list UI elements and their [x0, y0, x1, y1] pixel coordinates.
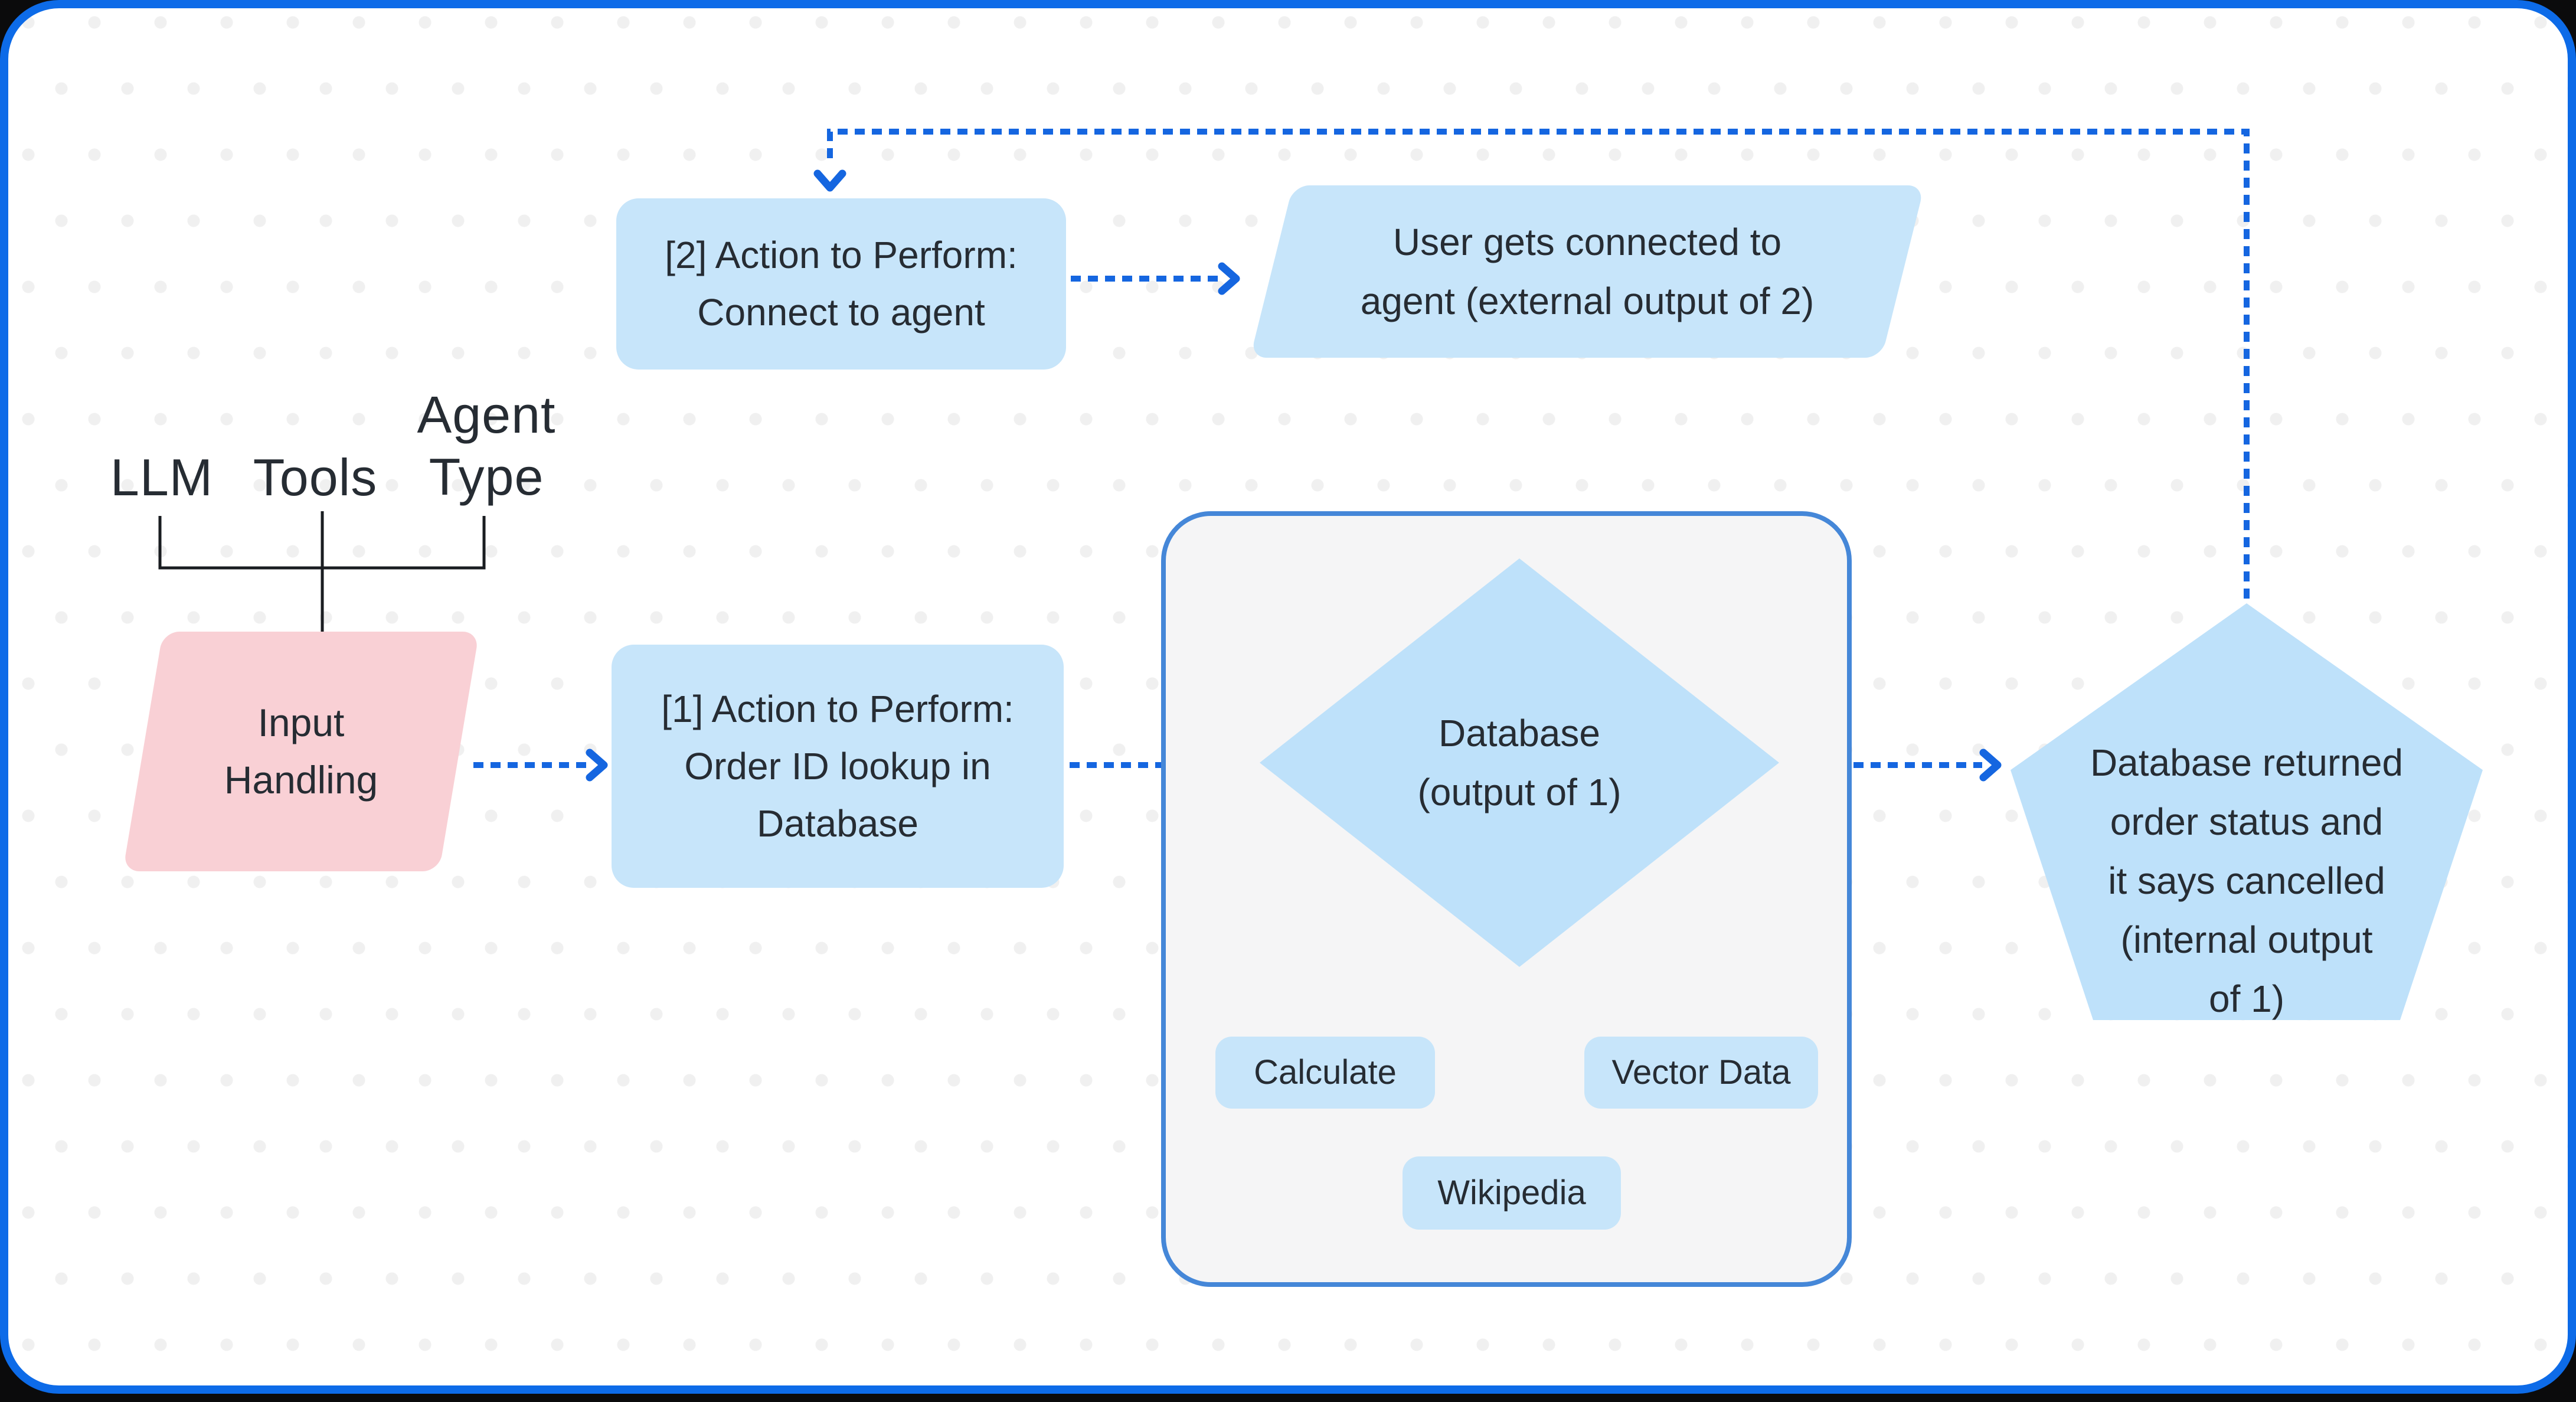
input-handling-label: Input Handling [224, 701, 378, 802]
action-1-node: [1] Action to Perform: Order ID lookup i… [612, 645, 1064, 888]
label-tools: Tools [244, 446, 386, 508]
vector-data-node: Vector Data [1584, 1037, 1818, 1109]
input-bracket [158, 516, 486, 570]
label-llm: LLM [97, 446, 227, 508]
wikipedia-label: Wikipedia [1437, 1174, 1586, 1212]
arrowhead-icon [1979, 749, 2002, 782]
label-agent-type-text: Agent Type [417, 385, 556, 506]
wikipedia-node: Wikipedia [1403, 1156, 1621, 1230]
order-status-label: Database returned order status and it sa… [2090, 741, 2404, 1020]
arrowhead-icon [1218, 262, 1240, 295]
database-decision-label: Database (output of 1) [1417, 712, 1622, 813]
arrowhead-icon [813, 169, 846, 192]
action-1-label: [1] Action to Perform: Order ID lookup i… [661, 687, 1014, 845]
vector-data-label: Vector Data [1611, 1053, 1791, 1091]
label-llm-text: LLM [110, 448, 214, 506]
order-status-pentagon: Database returned order status and it sa… [2011, 603, 2483, 1020]
arrowhead-icon [586, 749, 608, 782]
input-handling-node: Input Handling [123, 632, 479, 871]
user-output-node: User gets connected to agent (external o… [1250, 185, 1925, 358]
calculate-node: Calculate [1215, 1037, 1435, 1109]
label-agent-type: Agent Type [398, 384, 575, 508]
user-output-label: User gets connected to agent (external o… [1360, 221, 1815, 322]
action-2-label: [2] Action to Perform: Connect to agent [665, 234, 1018, 334]
calculate-label: Calculate [1254, 1053, 1397, 1091]
action-2-node: [2] Action to Perform: Connect to agent [616, 198, 1066, 370]
label-tools-text: Tools [253, 448, 378, 506]
